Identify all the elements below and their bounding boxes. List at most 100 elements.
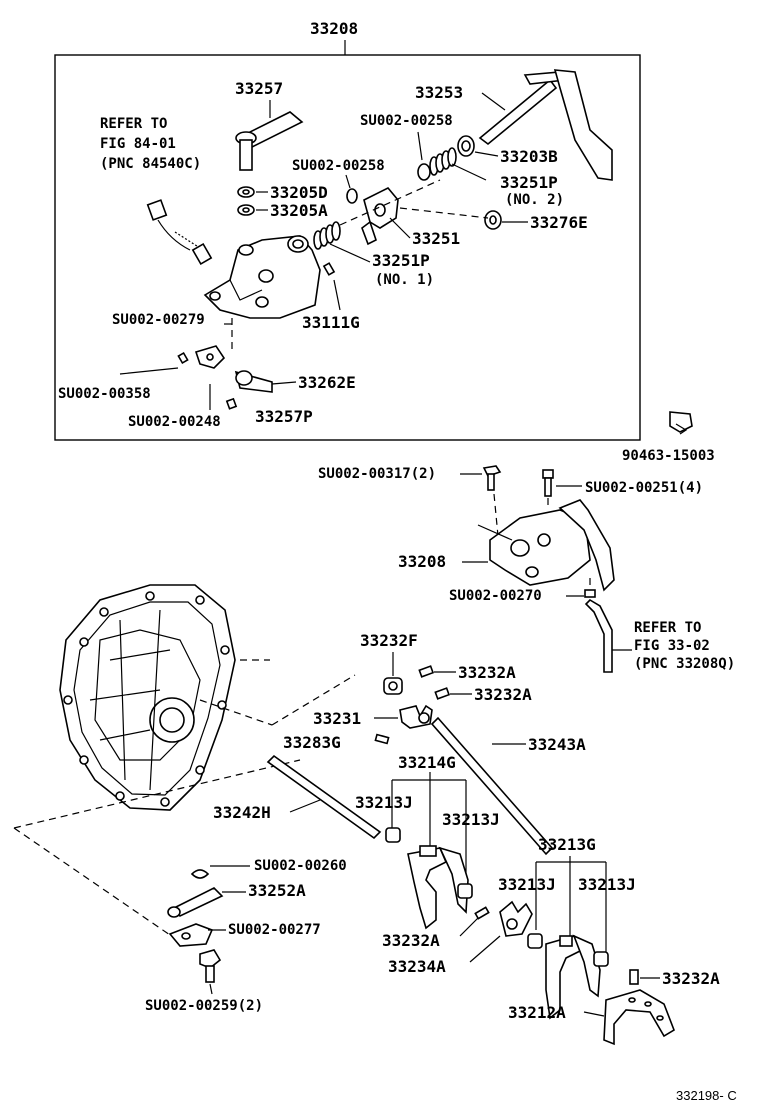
assembly-box [54,54,641,441]
label-su002-00258-lower: SU002-00258 [292,158,385,174]
shift-lever-33251 [361,187,399,246]
svg-text:FIG 33-02: FIG 33-02 [634,638,710,654]
transmission-case-part [59,584,236,811]
breather-hose-part [584,598,613,673]
bolt-su002-00358 [177,351,189,365]
svg-text:(PNC 33208Q): (PNC 33208Q) [634,656,735,672]
label-33232F: 33232F [360,631,418,650]
label-su002-00260: SU002-00260 [254,858,347,874]
selector-lever-part [235,111,304,171]
pin-33232a-4 [629,969,639,985]
label-su002-00270: SU002-00270 [449,588,542,604]
label-33213G: 33213G [538,835,596,854]
label-33203B: 33203B [500,147,558,166]
shoe-33213j-d [593,951,609,967]
shoe-33213j-a [385,827,401,843]
label-su002-00251: SU002-00251(4) [585,480,703,496]
label-su002-00259: SU002-00259(2) [145,998,263,1014]
label-33213J-b: 33213J [442,810,500,829]
shift-head-33231 [399,704,433,729]
label-33251P-no1: 33251P [372,251,430,270]
lever-33262e [234,370,273,393]
label-33213J-c: 33213J [498,875,556,894]
shift-housing-part [203,235,321,319]
label-su002-00258-upper: SU002-00258 [360,113,453,129]
label-33232A-4: 33232A [662,969,720,988]
lever-33252a [167,887,224,918]
plate-su002-00277 [168,923,214,947]
pin-33111g [322,262,336,276]
label-33232A-1: 33232A [458,663,516,682]
pin-33257p [225,397,238,410]
label-33243A: 33243A [528,735,586,754]
seal-33276e [484,210,502,230]
shift-head-33234a [499,900,533,937]
snap-ring-su002-00260 [190,869,210,879]
bolt-su002-00251 [542,469,554,497]
label-90463-15003: 90463-15003 [622,448,715,464]
label-33251P-no2: 33251P [500,173,558,192]
label-33257: 33257 [235,79,283,98]
label-su002-00279: SU002-00279 [112,312,205,328]
label-33232A-2: 33232A [474,685,532,704]
washer-33205d [237,186,255,198]
label-33253: 33253 [415,83,463,102]
interlock-plate-part [194,345,226,369]
shoe-33213j-c [527,933,543,949]
label-33231: 33231 [313,709,361,728]
label-su002-00277: SU002-00277 [228,922,321,938]
shift-inner-lever-shaft-part [478,69,613,181]
bolt-su002-00317 [482,465,502,491]
label-33262E: 33262E [298,373,356,392]
svg-text:(PNC 84540C): (PNC 84540C) [100,156,201,172]
shoe-33213j-b [457,883,473,899]
svg-text:REFER TO: REFER TO [100,116,167,132]
label-33213J-a: 33213J [355,793,413,812]
pin-33232a-3 [474,906,490,920]
label-33205A: 33205A [270,201,328,220]
svg-text:REFER TO: REFER TO [634,620,701,636]
label-su002-00317: SU002-00317(2) [318,466,436,482]
label-33213J-d: 33213J [578,875,636,894]
label-no2: (NO. 2) [505,192,564,208]
label-33205D: 33205D [270,183,328,202]
clamp-90463-15003 [669,411,693,435]
svg-text:FIG 84-01: FIG 84-01 [100,136,176,152]
label-33214G: 33214G [398,753,456,772]
label-33212A: 33212A [508,1003,566,1022]
shift-fork-shaft-33243a [430,716,554,856]
pin-33283g [374,733,390,745]
shift-fork-shaft-33242h [266,754,382,840]
snap-ring-lower [346,188,358,204]
label-33242H: 33242H [213,803,271,822]
spring-33251p-no1 [313,221,341,250]
reference-note-fig-33-02: REFER TO FIG 33-02 (PNC 33208Q) [634,620,735,672]
label-33111G: 33111G [302,313,360,332]
label-33208-top: 33208 [310,19,358,38]
neutral-switch-part [146,199,213,266]
shift-housing-assembly-33208 [477,499,615,592]
label-33251: 33251 [412,229,460,248]
bushing-33232f [383,677,403,695]
label-no1: (NO. 1) [375,272,434,288]
pin-33232a-2 [434,687,451,700]
figure-code: 332198- C [676,1088,737,1103]
label-33252A: 33252A [248,881,306,900]
spring-33251p-no2 [429,147,457,176]
label-33232A-3: 33232A [382,931,440,950]
snap-ring-upper [417,163,431,181]
label-33257P: 33257P [255,407,313,426]
label-33208-lower: 33208 [398,552,446,571]
label-su002-00358: SU002-00358 [58,386,151,402]
bolt-su002-00259 [199,949,222,983]
label-33234A: 33234A [388,957,446,976]
label-33276E: 33276E [530,213,588,232]
pin-33232a-1 [418,665,435,678]
label-su002-00248: SU002-00248 [128,414,221,430]
reference-note-fig-84-01: REFER TO FIG 84-01 (PNC 84540C) [100,116,201,172]
oil-seal-33203b [457,135,475,157]
breather-plug-part [584,589,596,598]
shift-fork-33212a [603,989,675,1046]
